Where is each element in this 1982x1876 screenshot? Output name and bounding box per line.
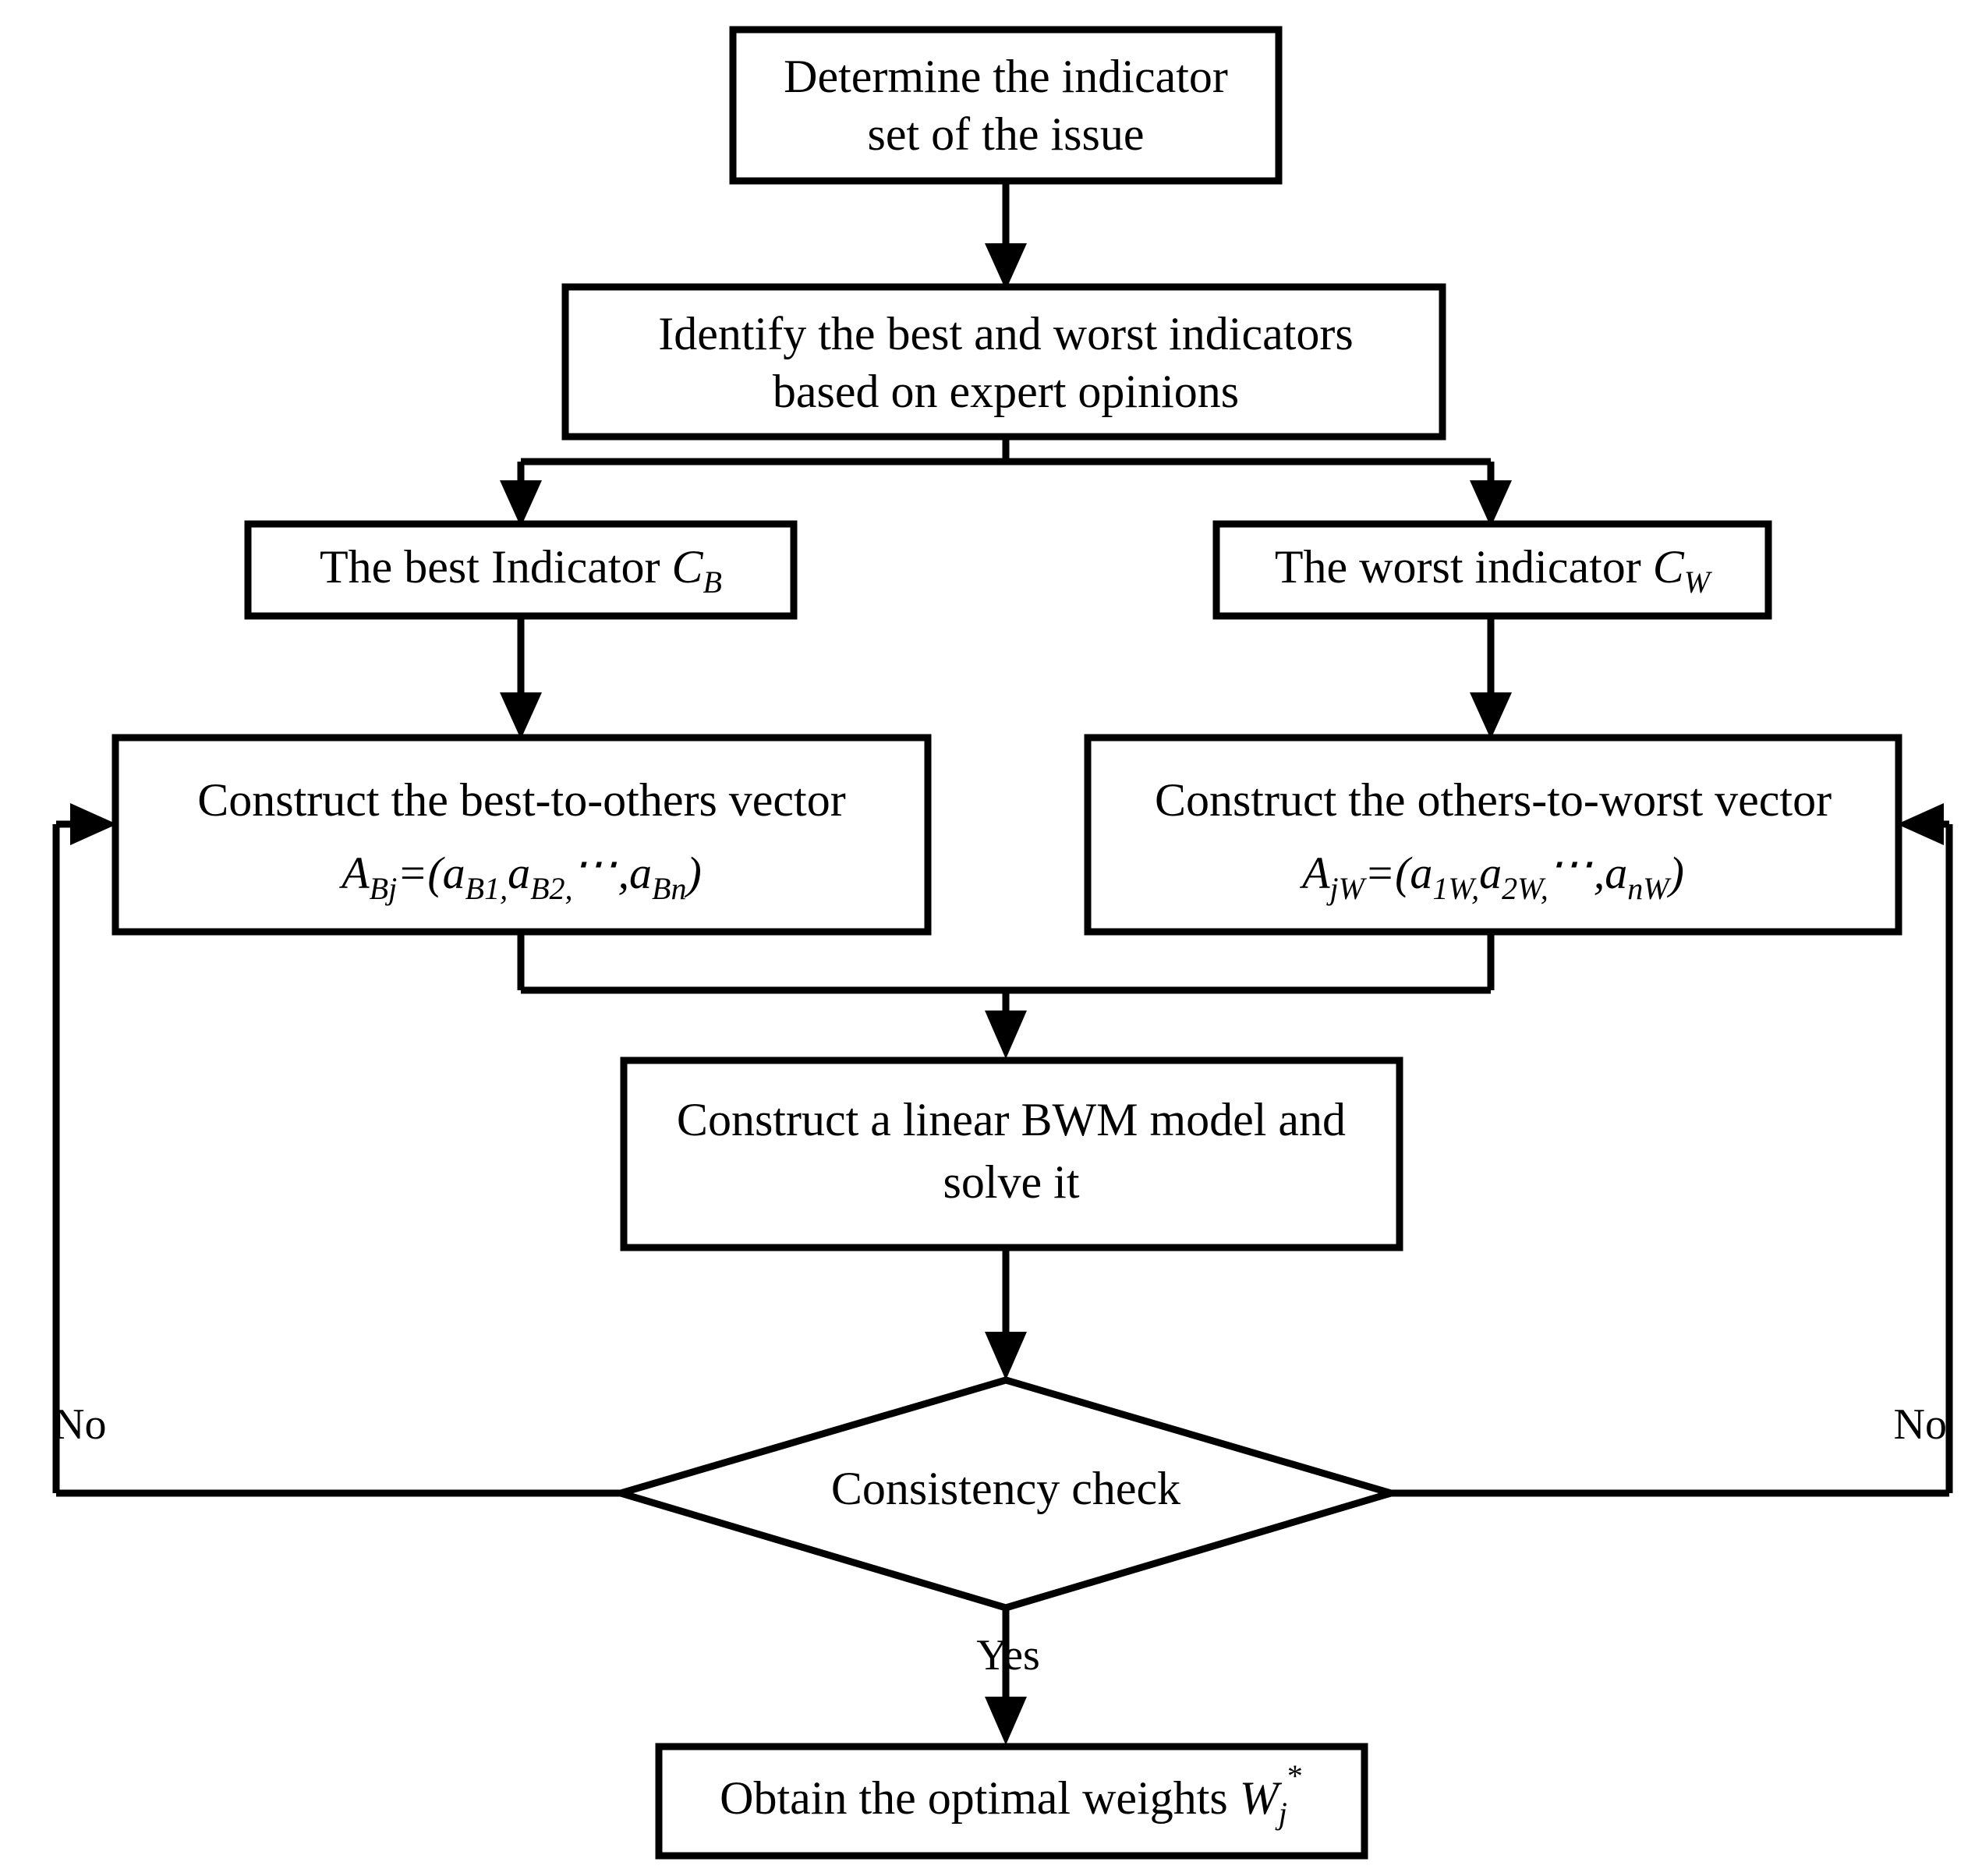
- formula-term3-sub: Bn: [652, 871, 686, 906]
- node-text: The worst indicator CW: [1275, 541, 1713, 600]
- formula-term1: a: [443, 848, 465, 898]
- node-text-label: Obtain the optimal weights: [720, 1772, 1240, 1824]
- edge-vectors-merge-to-model: [517, 932, 1495, 1059]
- node-construct-bwm-model[interactable]: Construct a linear BWM model and solve i…: [620, 1057, 1403, 1251]
- formula-close-paren: ): [684, 848, 701, 898]
- formula-comma: ,: [1594, 848, 1605, 898]
- formula-term2-sub: 2W,: [1502, 871, 1548, 906]
- formula-term1-sub: 1W,: [1432, 871, 1479, 906]
- node-symbol-subscript: B: [703, 565, 722, 600]
- node-others-to-worst-vector[interactable]: Construct the others-to-worst vector AjW…: [1084, 734, 1902, 936]
- edge-consistency-no-left: [52, 803, 624, 1497]
- formula-ellipsis: ⋯: [573, 838, 618, 889]
- arrowhead-right: [70, 803, 117, 845]
- node-text-label: The best Indicator: [320, 541, 672, 593]
- node-text: The best Indicator CB: [320, 541, 722, 600]
- formula-term2: a: [508, 848, 530, 898]
- formula-eq: =(: [397, 848, 445, 898]
- node-identify-best-worst[interactable]: Identify the best and worst indicators b…: [561, 283, 1446, 441]
- node-determine-indicator-set[interactable]: Determine the indicator set of the issue: [729, 26, 1283, 185]
- formula-close-paren: ): [1667, 848, 1684, 898]
- node-text-label: The worst indicator: [1275, 541, 1653, 593]
- formula-lhs: A: [338, 848, 370, 898]
- node-text-line1: Construct the others-to-worst vector: [1155, 774, 1832, 826]
- node-symbol: W: [1240, 1772, 1283, 1824]
- formula-comma: ,: [618, 848, 630, 898]
- formula-lhs-sub: jW: [1326, 871, 1368, 906]
- node-text-line1: Construct the best-to-others vector: [197, 774, 845, 826]
- formula-term2: a: [1479, 848, 1502, 898]
- node-text-line2: based on expert opinions: [773, 366, 1239, 417]
- formula-term1: a: [1410, 848, 1432, 898]
- node-box: [1084, 734, 1902, 936]
- node-worst-indicator[interactable]: The worst indicator CW: [1212, 520, 1772, 620]
- node-text-line2: solve it: [943, 1156, 1080, 1208]
- arrowhead-down: [985, 1011, 1027, 1059]
- node-symbol-subscript: W: [1684, 565, 1713, 600]
- node-formula: ABj=(aB1,aB2,⋯,aBn): [338, 838, 702, 906]
- node-text-line1: Construct a linear BWM model and: [677, 1094, 1346, 1145]
- node-best-to-others-vector[interactable]: Construct the best-to-others vector ABj=…: [111, 734, 932, 936]
- edge-model-to-consistency: [985, 1248, 1027, 1380]
- arrowhead-down: [985, 1332, 1027, 1380]
- formula-ellipsis: ⋯: [1548, 838, 1594, 889]
- node-symbol: C: [672, 541, 704, 593]
- node-text-line2: set of the issue: [868, 108, 1145, 160]
- formula-term3: a: [1605, 848, 1627, 898]
- node-diamond: [608, 1376, 1403, 1612]
- node-box: [111, 734, 932, 936]
- node-box: [729, 26, 1283, 185]
- formula-term2-sub: B2,: [530, 871, 572, 906]
- formula-term3-sub: nW: [1627, 871, 1672, 906]
- node-text-line1: Identify the best and worst indicators: [658, 308, 1353, 359]
- formula-term1-sub: B1,: [465, 871, 508, 906]
- arrowhead-down-left: [500, 480, 542, 527]
- edge-start-to-identify: [985, 181, 1027, 290]
- node-box: [655, 1743, 1368, 1860]
- arrowhead-down: [500, 692, 542, 739]
- edge-label-no-left: No: [53, 1400, 106, 1449]
- node-symbol-subscript: j: [1275, 1796, 1287, 1831]
- node-text-line1: Determine the indicator: [784, 51, 1228, 102]
- formula-lhs: A: [1299, 848, 1330, 898]
- node-consistency-check[interactable]: Consistency check: [608, 1376, 1403, 1612]
- edge-best-to-vector: [500, 616, 542, 739]
- formula-lhs-sub: Bj: [370, 871, 398, 906]
- arrowhead-left: [1897, 803, 1944, 845]
- formula-term3: a: [629, 848, 652, 898]
- node-box: [620, 1057, 1403, 1251]
- edge-consistency-yes: [985, 1608, 1027, 1745]
- formula-eq: =(: [1364, 848, 1413, 898]
- node-box: [561, 283, 1446, 441]
- node-box: [244, 520, 798, 620]
- arrowhead-down: [985, 243, 1027, 290]
- arrowhead-down: [1470, 692, 1512, 739]
- node-box: [1212, 520, 1772, 620]
- node-symbol-superscript: *: [1287, 1758, 1303, 1793]
- node-text: Consistency check: [831, 1463, 1180, 1514]
- node-optimal-weights[interactable]: Obtain the optimal weights Wj*: [655, 1743, 1368, 1860]
- node-best-indicator[interactable]: The best Indicator CB: [244, 520, 798, 620]
- node-text: Obtain the optimal weights Wj*: [720, 1758, 1303, 1831]
- node-symbol: C: [1653, 541, 1685, 593]
- arrowhead-down-right: [1470, 480, 1512, 527]
- edge-label-no-right: No: [1894, 1400, 1947, 1449]
- edge-consistency-no-right: [1388, 803, 1953, 1497]
- edge-identify-split: [500, 437, 1512, 527]
- arrowhead-down: [985, 1697, 1027, 1745]
- edge-label-yes: Yes: [976, 1631, 1039, 1680]
- edge-worst-to-vector: [1470, 616, 1512, 739]
- node-formula: AjW=(a1W,a2W,⋯,anW): [1299, 838, 1684, 906]
